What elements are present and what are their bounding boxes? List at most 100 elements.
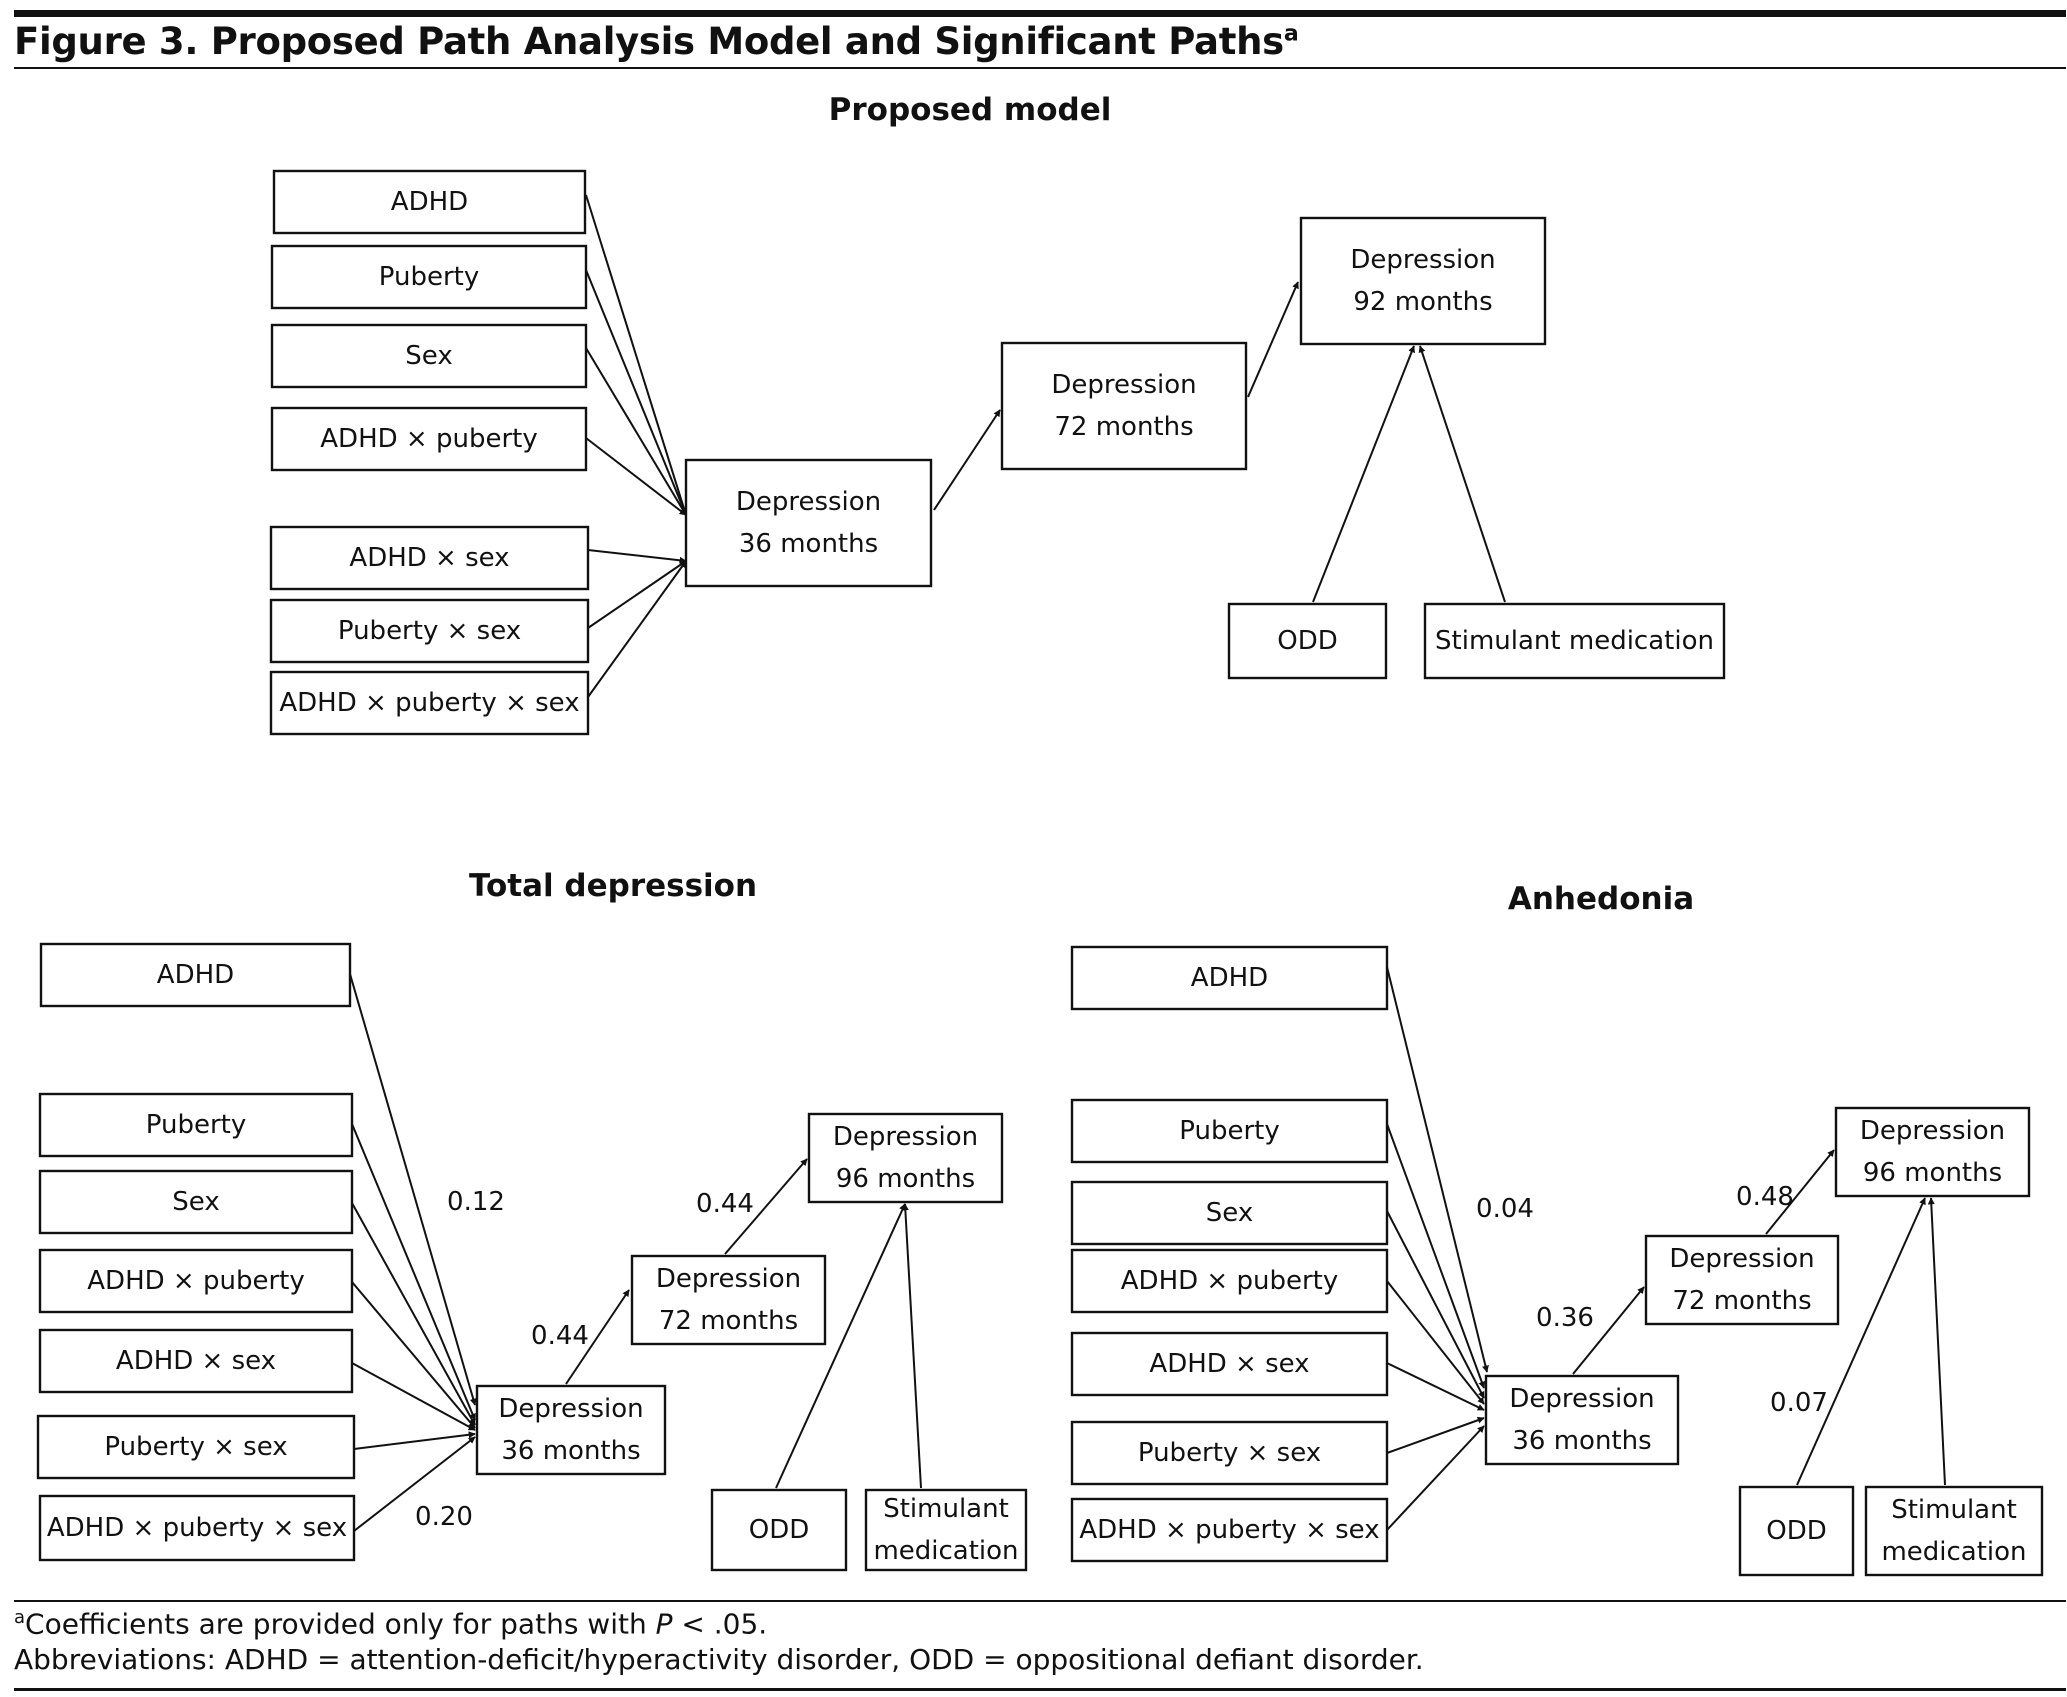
total-adhd-arrow bbox=[349, 973, 477, 1406]
total-72-to-96-arrow bbox=[724, 1158, 808, 1255]
proposed-adhd-puberty-sex-box bbox=[269, 670, 590, 736]
figure-title-footnote-mark: a bbox=[1283, 21, 1299, 47]
footnote-a-text-post: < .05. bbox=[672, 1607, 768, 1641]
bottom-rule bbox=[14, 1688, 2066, 1691]
proposed-stimulant-to-92-arrow bbox=[1418, 345, 1506, 603]
total-36-to-72-arrow bbox=[565, 1289, 630, 1385]
footnote-a-p: P bbox=[655, 1607, 673, 1641]
proposed-adhd-puberty-sex-label: ADHD × puberty × sex bbox=[279, 688, 579, 718]
total-adhd-sex-box bbox=[38, 1328, 354, 1394]
anhedonia-stimulant-box bbox=[1864, 1485, 2044, 1577]
proposed-adhd-sex-arrow bbox=[587, 549, 687, 564]
anhedonia-depression-36-label-1: Depression bbox=[1509, 1384, 1654, 1414]
anhedonia-title: Anhedonia bbox=[1507, 881, 1695, 917]
total-stimulant-label-2: medication bbox=[873, 1536, 1018, 1566]
total-sex-arrow bbox=[351, 1202, 476, 1426]
anhedonia-puberty-sex-label: Puberty × sex bbox=[1138, 1438, 1321, 1468]
anhedonia-sex-arrow bbox=[1386, 1210, 1485, 1399]
total-depression-96-label-2: 96 months bbox=[836, 1164, 975, 1194]
total-depression-96-box bbox=[807, 1112, 1004, 1204]
total-72-96-coefficient: 0.44 bbox=[696, 1189, 754, 1219]
proposed-puberty-sex-box bbox=[269, 598, 590, 664]
proposed-depression-92-box bbox=[1299, 216, 1547, 346]
anhedonia-puberty-arrow bbox=[1386, 1123, 1486, 1389]
total-puberty-box bbox=[38, 1092, 354, 1158]
anhedonia-puberty-label: Puberty bbox=[1179, 1116, 1279, 1146]
total-depression-36-box bbox=[475, 1384, 667, 1476]
anhedonia-72-96-coefficient: 0.48 bbox=[1736, 1182, 1794, 1212]
total-puberty-sex-arrow bbox=[353, 1431, 476, 1450]
footnote-rule-top bbox=[14, 1600, 2066, 1602]
total-adhd-box bbox=[39, 942, 352, 1008]
proposed-depression-72-box bbox=[1000, 341, 1248, 471]
anhedonia-depression-72-label-2: 72 months bbox=[1672, 1286, 1811, 1316]
total-adhd-puberty-arrow bbox=[351, 1281, 476, 1429]
anhedonia-adhd-sex-arrow bbox=[1386, 1362, 1485, 1411]
proposed-stimulant-label: Stimulant medication bbox=[1435, 626, 1714, 656]
footnote-a-text-pre: Coefficients are provided only for paths… bbox=[25, 1607, 656, 1641]
proposed-odd-box bbox=[1227, 602, 1388, 680]
proposed-adhd-sex-label: ADHD × sex bbox=[349, 543, 509, 573]
proposed-puberty-sex-arrow bbox=[587, 560, 687, 629]
total-ternary-coefficient: 0.20 bbox=[415, 1502, 473, 1532]
total-puberty-label: Puberty bbox=[146, 1110, 246, 1140]
proposed-odd-label: ODD bbox=[1277, 626, 1338, 656]
anhedonia-odd-to-96-arrow bbox=[1796, 1197, 1926, 1486]
anhedonia-adhd-puberty-sex-arrow bbox=[1386, 1425, 1485, 1531]
footnote-a-mark: a bbox=[14, 1607, 26, 1628]
total-adhd-sex-label: ADHD × sex bbox=[116, 1346, 276, 1376]
anhedonia-sex-label: Sex bbox=[1206, 1198, 1253, 1228]
anhedonia-adhd-sex-label: ADHD × sex bbox=[1149, 1349, 1309, 1379]
total-odd-label: ODD bbox=[749, 1515, 810, 1545]
total-depression-72-label-1: Depression bbox=[656, 1264, 801, 1294]
anhedonia-stimulant-label-1: Stimulant bbox=[1891, 1495, 2017, 1525]
anhedonia-odd-label: ODD bbox=[1766, 1516, 1827, 1546]
proposed-sex-box bbox=[270, 323, 588, 389]
anhedonia-adhd-puberty-sex-label: ADHD × puberty × sex bbox=[1079, 1515, 1379, 1545]
anhedonia-adhd-puberty-sex-box bbox=[1070, 1497, 1389, 1563]
anhedonia-adhd-box bbox=[1070, 945, 1389, 1011]
total-adhd-puberty-sex-label: ADHD × puberty × sex bbox=[47, 1513, 347, 1543]
figure-title: Figure 3. Proposed Path Analysis Model a… bbox=[14, 20, 1299, 63]
anhedonia-odd-coefficient: 0.07 bbox=[1770, 1388, 1828, 1418]
total-depression-72-label-2: 72 months bbox=[659, 1306, 798, 1336]
proposed-puberty-box bbox=[270, 244, 588, 310]
anhedonia-depression-96-label-2: 96 months bbox=[1863, 1158, 2002, 1188]
anhedonia-adhd-puberty-box bbox=[1070, 1248, 1389, 1314]
anhedonia-puberty-sex-arrow bbox=[1386, 1416, 1485, 1454]
proposed-puberty-sex-label: Puberty × sex bbox=[338, 616, 521, 646]
anhedonia-depression-72-box bbox=[1644, 1234, 1840, 1326]
proposed-depression-72-label-2: 72 months bbox=[1054, 412, 1193, 442]
anhedonia-36-to-72-arrow bbox=[1572, 1286, 1645, 1375]
total-sex-box bbox=[38, 1169, 354, 1235]
anhedonia-adhd-puberty-label: ADHD × puberty bbox=[1121, 1266, 1338, 1296]
figure-title-text: Figure 3. Proposed Path Analysis Model a… bbox=[14, 20, 1284, 63]
proposed-depression-92-label-2: 92 months bbox=[1353, 287, 1492, 317]
total-stimulant-box bbox=[864, 1488, 1028, 1572]
anhedonia-puberty-box bbox=[1070, 1098, 1389, 1164]
total-depression-72-box bbox=[630, 1254, 827, 1346]
total-puberty-sex-box bbox=[36, 1414, 356, 1480]
proposed-odd-to-92-arrow bbox=[1312, 345, 1415, 603]
anhedonia-sex-box bbox=[1070, 1180, 1389, 1246]
proposed-adhd-puberty-arrow bbox=[585, 437, 687, 516]
proposed-depression-36-box bbox=[684, 458, 933, 588]
anhedonia-puberty-sex-box bbox=[1070, 1420, 1389, 1486]
proposed-depression-72-label-1: Depression bbox=[1051, 370, 1196, 400]
proposed-puberty-label: Puberty bbox=[379, 262, 479, 292]
total-adhd-puberty-sex-box bbox=[38, 1494, 356, 1562]
proposed-model-title: Proposed model bbox=[828, 92, 1112, 128]
anhedonia-adhd-puberty-arrow bbox=[1386, 1280, 1485, 1405]
total-36-72-coefficient: 0.44 bbox=[531, 1321, 589, 1351]
total-sex-label: Sex bbox=[172, 1187, 219, 1217]
total-adhd-puberty-sex-arrow bbox=[353, 1436, 476, 1532]
proposed-72-to-92-arrow bbox=[1247, 281, 1299, 398]
proposed-sex-arrow bbox=[585, 347, 687, 516]
anhedonia-adhd-coefficient: 0.04 bbox=[1476, 1194, 1534, 1224]
total-depression-title: Total depression bbox=[468, 868, 758, 904]
total-depression-36-label-2: 36 months bbox=[501, 1436, 640, 1466]
anhedonia-depression-96-label-1: Depression bbox=[1860, 1116, 2005, 1146]
proposed-36-to-72-arrow bbox=[933, 409, 1001, 511]
total-depression-96-label-1: Depression bbox=[833, 1122, 978, 1152]
